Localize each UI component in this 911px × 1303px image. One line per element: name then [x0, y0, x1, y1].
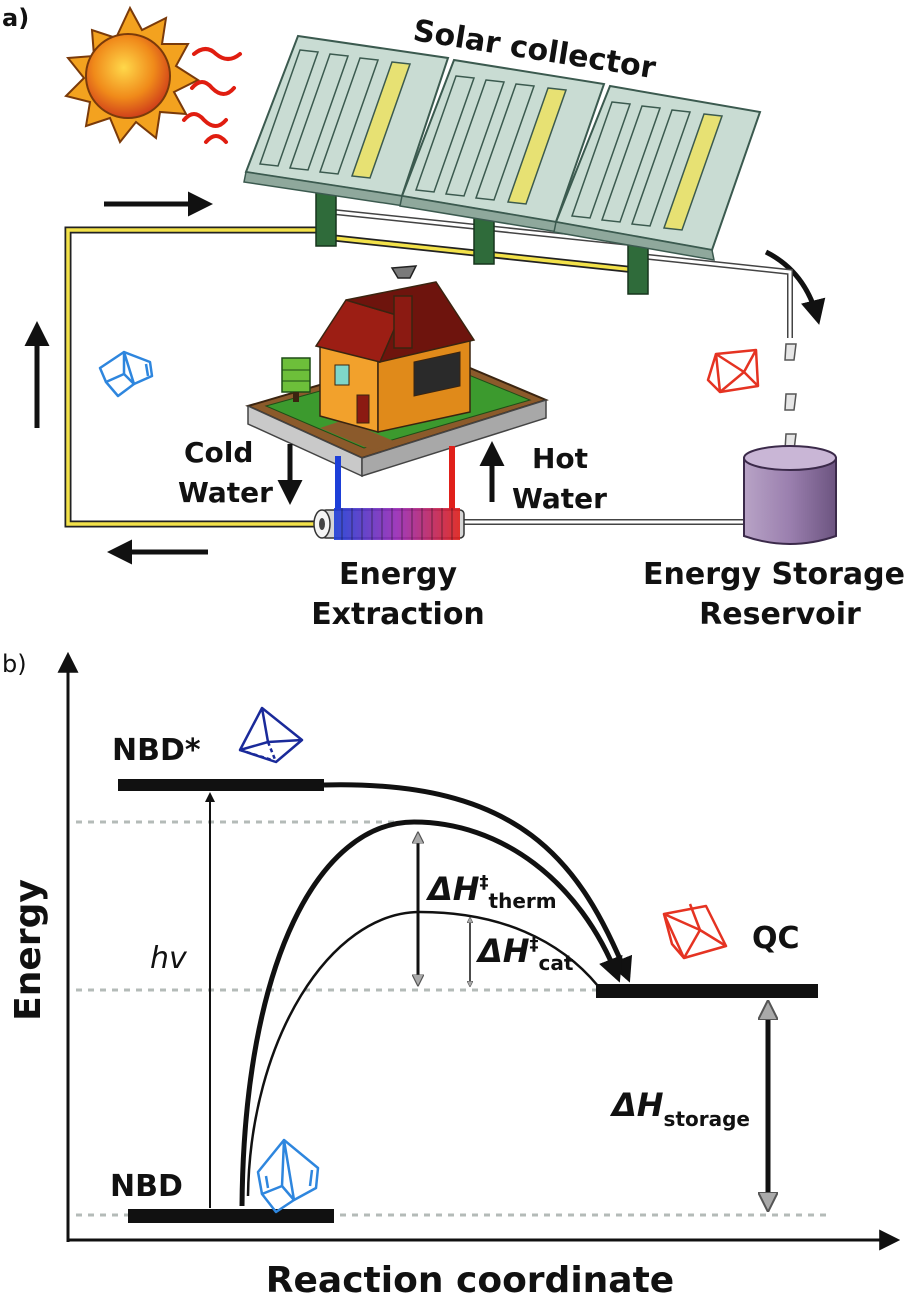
nbd-star-level [118, 779, 324, 791]
reservoir-icon [743, 445, 837, 545]
sun-icon [64, 5, 201, 144]
dh-cat-label: ΔH‡cat [475, 932, 574, 975]
nbd-star-label: NBD* [112, 733, 201, 768]
heat-rays-icon [182, 47, 242, 144]
panel-b: b) Energy Reaction coordinate hv ΔH‡ther… [2, 650, 901, 1301]
qc-label: QC [752, 921, 800, 956]
heat-exchanger-icon [313, 508, 465, 540]
energy-extraction-label-line1: Energy [339, 557, 457, 592]
qc-level [596, 984, 818, 998]
hv-label: hv [150, 941, 188, 976]
nbd-molecule-icon [98, 350, 154, 398]
hot-water-label-line2: Water [512, 482, 607, 515]
panel-a-label: a) [2, 4, 29, 32]
energy-storage-label-line2: Reservoir [699, 597, 861, 632]
nbd-level [128, 1209, 334, 1223]
dh-therm-label: ΔH‡therm [425, 870, 557, 913]
dh-cat-sup: ‡ [530, 934, 539, 955]
dh-storage-sub: storage [664, 1107, 750, 1131]
flow-arrow-curved [764, 249, 826, 325]
energy-storage-label-line1: Energy Storage [643, 557, 905, 592]
qc-molecule-icon [706, 348, 760, 394]
qc-molecule-icon-b [662, 903, 728, 960]
x-axis-label: Reaction coordinate [266, 1260, 674, 1301]
solar-panel [243, 34, 450, 207]
solar-panel [553, 84, 762, 261]
panel-b-label: b) [2, 650, 27, 678]
catalytic-barrier-curve [246, 910, 599, 1197]
cold-water-label-line2: Water [178, 476, 273, 509]
dh-therm-sub: therm [489, 889, 557, 913]
droplets-icon [784, 343, 797, 451]
cold-water-label-line1: Cold [184, 436, 253, 469]
thermal-barrier-curve [239, 819, 623, 1207]
nbd-star-molecule-icon [238, 706, 304, 764]
dh-cat-delta: ΔH [475, 932, 530, 970]
nbd-star-to-qc-curve [323, 782, 633, 983]
dh-therm-sup: ‡ [480, 872, 489, 893]
dh-therm-delta: ΔH [425, 870, 480, 908]
energy-extraction-label-line2: Extraction [311, 597, 485, 632]
solar-panel [399, 58, 606, 233]
y-axis-label: Energy [8, 879, 49, 1021]
dh-storage-delta: ΔH [609, 1086, 664, 1124]
dh-cat-sub: cat [539, 951, 574, 975]
panel-a: a) [2, 4, 905, 632]
nbd-molecule-icon-b [256, 1138, 320, 1214]
house-icon [245, 265, 549, 478]
tree-icon [281, 357, 311, 402]
hot-water-label-line1: Hot [532, 442, 588, 475]
nbd-label: NBD [110, 1169, 183, 1204]
solar-collector [243, 34, 762, 261]
dh-storage-label: ΔHstorage [609, 1086, 750, 1131]
